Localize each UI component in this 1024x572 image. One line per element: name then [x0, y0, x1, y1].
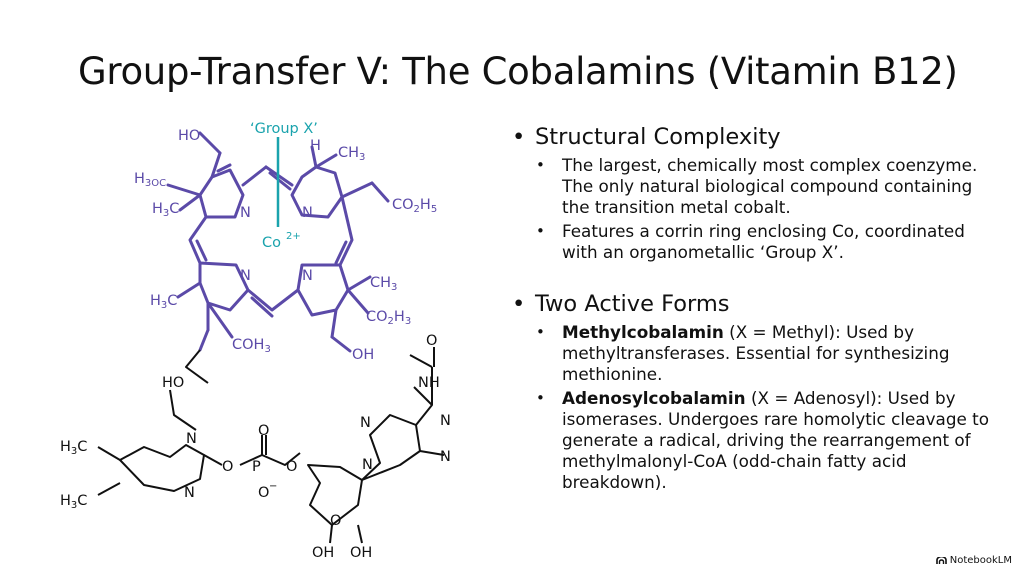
- section-heading: Two Active Forms: [535, 291, 730, 317]
- co2h3-co: CO: [366, 309, 388, 325]
- bullet-glyph: •: [512, 124, 526, 150]
- item-text: Features a corrin ring enclosing Co, coo…: [562, 221, 965, 262]
- cobalt-label: Co: [262, 235, 281, 251]
- svg-text:CO2H3: CO2H3: [366, 309, 411, 327]
- tail-ho: HO: [162, 375, 184, 391]
- list-item: • Features a corrin ring enclosing Co, c…: [536, 221, 992, 263]
- tail-h3c-bot-c: C: [77, 493, 87, 509]
- nitrogen-1: N: [240, 205, 251, 221]
- tail-h3c-top-c: C: [77, 439, 87, 455]
- svg-text:H3C: H3C: [150, 293, 177, 311]
- bullet-glyph: •: [536, 222, 545, 240]
- footer-brand: NotebookLM: [935, 555, 1012, 566]
- group-x-label: ‘Group X’: [250, 121, 318, 137]
- tail-o-minus: O: [258, 485, 269, 501]
- bullet-glyph: •: [512, 291, 526, 317]
- tail-n6: N: [440, 413, 451, 429]
- svg-text:H3C: H3C: [60, 439, 87, 457]
- item-bold: Adenosylcobalamin: [562, 388, 746, 408]
- tail-o5: O: [426, 333, 437, 349]
- cobalamin-structure-diagram: ‘Group X’ Co 2+ N N N N HO H3OC H3C H CH…: [60, 121, 451, 561]
- tail-o1: O: [222, 459, 233, 475]
- tail-minus: −: [269, 481, 277, 492]
- tail-o4: O: [330, 513, 341, 529]
- section-structural-complexity: • Structural Complexity • The largest, c…: [512, 122, 992, 263]
- tail-atom-labels: HO N N O P O O − O O OH OH N N N N NH O …: [60, 333, 451, 561]
- tail-p: P: [252, 459, 261, 475]
- coh3: COH: [232, 337, 264, 353]
- item-text: (X = Adenosyl): Used by isomerases. Unde…: [562, 388, 989, 492]
- tail-n4: N: [360, 415, 371, 431]
- bullet-glyph: •: [536, 323, 545, 341]
- list-item: • Methylcobalamin (X = Methyl): Used by …: [536, 322, 992, 385]
- tail-o3: O: [286, 459, 297, 475]
- item-text: The largest, chemically most complex coe…: [562, 155, 978, 217]
- corrin-ring: [166, 131, 390, 353]
- h3c-left-h: H: [152, 201, 163, 217]
- bullet-glyph: •: [536, 389, 545, 407]
- coh3-sub: 3: [264, 344, 270, 355]
- bullet-glyph: •: [536, 156, 545, 174]
- tail-h3c-bot-3: 3: [71, 500, 77, 511]
- content-panel: • Structural Complexity • The largest, c…: [512, 122, 992, 493]
- section-two-active-forms: • Two Active Forms • Methylcobalamin (X …: [512, 289, 992, 493]
- co2h3-h: H: [394, 309, 405, 325]
- co2h5-h: H: [420, 197, 431, 213]
- cobalt-charge: 2+: [286, 231, 301, 242]
- h3c-lower-3: 3: [161, 300, 167, 311]
- nitrogen-4: N: [302, 268, 313, 284]
- ring-atom-labels: N N N N HO H3OC H3C H CH3 CO2H5 CH3 CO2H…: [134, 128, 437, 363]
- tail-h3c-top-h: H: [60, 439, 71, 455]
- list-item: • The largest, chemically most complex c…: [536, 155, 992, 218]
- nucleotide-tail: [97, 347, 445, 544]
- tail-n5: N: [440, 449, 451, 465]
- h3c-left-sub: 3: [163, 208, 169, 219]
- ho-top-label: HO: [178, 128, 200, 144]
- co2h5-2: 2: [414, 204, 420, 215]
- tail-o2: O: [258, 423, 269, 439]
- notebooklm-logo-icon: [935, 556, 947, 564]
- svg-text:COH3: COH3: [232, 337, 271, 355]
- tail-nh: NH: [418, 375, 440, 391]
- svg-text:H3OC: H3OC: [134, 171, 166, 189]
- slide-title: Group-Transfer V: The Cobalamins (Vitami…: [78, 50, 958, 93]
- section-heading: Structural Complexity: [535, 124, 781, 150]
- nitrogen-3: N: [240, 268, 251, 284]
- oh-ring-label: OH: [352, 347, 374, 363]
- svg-text:CO2H5: CO2H5: [392, 197, 437, 215]
- h-top-label: H: [310, 138, 321, 154]
- tail-n3: N: [362, 457, 373, 473]
- co2h3-3: 3: [405, 316, 411, 327]
- tail-oh2: OH: [350, 545, 372, 561]
- item-text: (X = Methyl): Used by methyltransferases…: [562, 322, 950, 384]
- svg-text:H3C: H3C: [152, 201, 179, 219]
- nitrogen-2: N: [302, 205, 313, 221]
- co2h5-co: CO: [392, 197, 414, 213]
- footer-text: NotebookLM: [949, 555, 1012, 566]
- h3c-lower-c: C: [167, 293, 177, 309]
- tail-h3c-bot-h: H: [60, 493, 71, 509]
- list-item: • Adenosylcobalamin (X = Adenosyl): Used…: [536, 388, 992, 493]
- svg-text:CH3: CH3: [338, 145, 365, 163]
- tail-n2: N: [184, 485, 195, 501]
- co2h5-5: 5: [431, 204, 437, 215]
- svg-text:CH3: CH3: [370, 275, 397, 293]
- h3oc-h: H: [134, 171, 145, 187]
- h3oc-sub: 3OC: [145, 178, 166, 189]
- h3c-left-c: C: [169, 201, 179, 217]
- ch3-right-sub: 3: [391, 282, 397, 293]
- ch3-top-sub: 3: [359, 152, 365, 163]
- tail-oh1: OH: [312, 545, 334, 561]
- ch3-right: CH: [370, 275, 391, 291]
- tail-h3c-top-3: 3: [71, 446, 77, 457]
- item-bold: Methylcobalamin: [562, 322, 724, 342]
- tail-n1: N: [186, 431, 197, 447]
- co2h3-2: 2: [388, 316, 394, 327]
- h3c-lower-h: H: [150, 293, 161, 309]
- svg-text:H3C: H3C: [60, 493, 87, 511]
- ch3-top: CH: [338, 145, 359, 161]
